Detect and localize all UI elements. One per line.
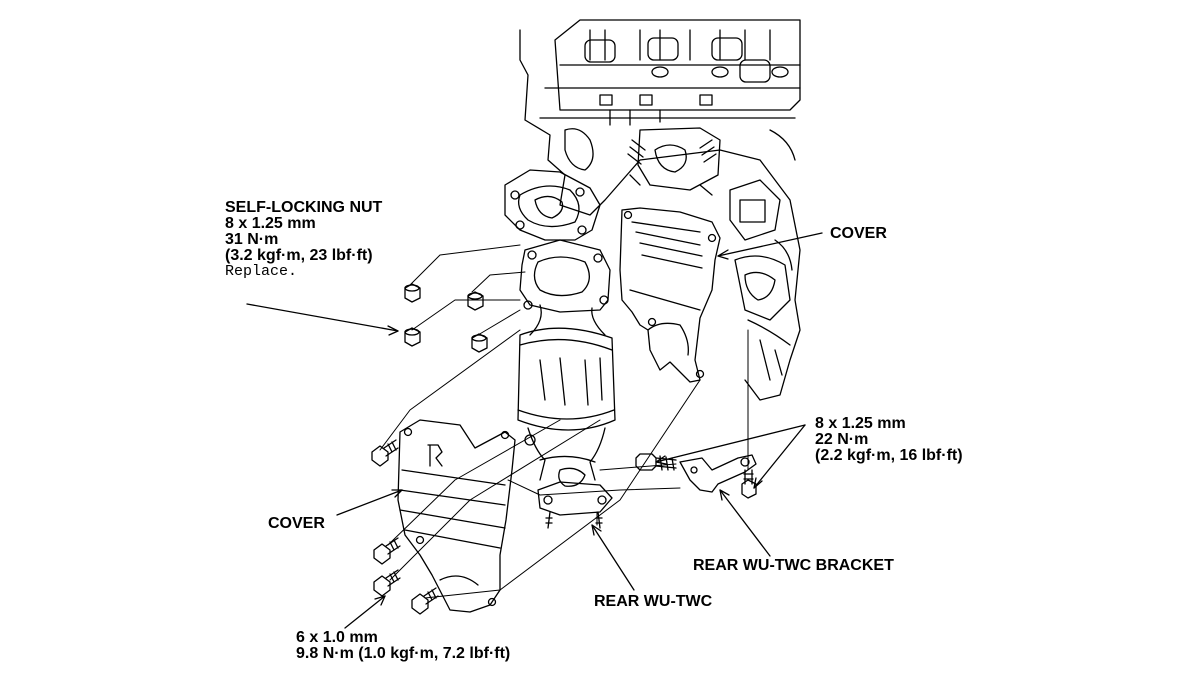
- leader-lines: [379, 244, 749, 599]
- upper-cover: [619, 207, 721, 383]
- cover-bolts: [371, 439, 439, 615]
- rear-bracket-label: REAR WU-TWC BRACKET: [693, 557, 894, 574]
- manifold-studs: [627, 139, 717, 196]
- self-locking-nut-title: SELF-LOCKING NUT: [225, 199, 383, 216]
- self-locking-nut-label: SELF-LOCKING NUT 8 x 1.25 mm 31 N·m (3.2…: [225, 200, 382, 280]
- cover-bolt-label: 6 x 1.0 mm 9.8 N·m (1.0 kgf·m, 7.2 lbf·f…: [296, 630, 510, 662]
- bracket-bolt-torque: 22 N·m: [815, 431, 869, 448]
- self-locking-nuts: [404, 283, 488, 353]
- self-locking-nut-torque: 31 N·m: [225, 231, 279, 248]
- cover-lower-label: COVER: [268, 515, 325, 532]
- cover-bolt-torque: 9.8 N·m (1.0 kgf·m, 7.2 lbf·ft): [296, 645, 511, 662]
- lower-cover: [397, 419, 516, 613]
- self-locking-nut-torque-alt: (3.2 kgf·m, 23 lbf·ft): [225, 247, 373, 264]
- rear-wu-twc-bracket: [679, 454, 757, 493]
- gasket: [504, 169, 601, 241]
- self-locking-nut-note: Replace.: [225, 263, 298, 280]
- bracket-bolt-size: 8 x 1.25 mm: [815, 415, 906, 432]
- rear-wu-twc-converter: [517, 239, 616, 529]
- rear-twc-label: REAR WU-TWC: [594, 593, 713, 610]
- cover-upper-label: COVER: [830, 225, 887, 242]
- callout-lines[interactable]: [246, 232, 823, 629]
- bracket-bolt-label: 8 x 1.25 mm 22 N·m (2.2 kgf·m, 16 lbf·ft…: [815, 416, 963, 464]
- bracket-bolt-torque-alt: (2.2 kgf·m, 16 lbf·ft): [815, 447, 963, 464]
- cover-bolt-size: 6 x 1.0 mm: [296, 629, 378, 646]
- bracket-bolts: [635, 453, 757, 499]
- self-locking-nut-size: 8 x 1.25 mm: [225, 215, 316, 232]
- engine-block: [519, 19, 801, 401]
